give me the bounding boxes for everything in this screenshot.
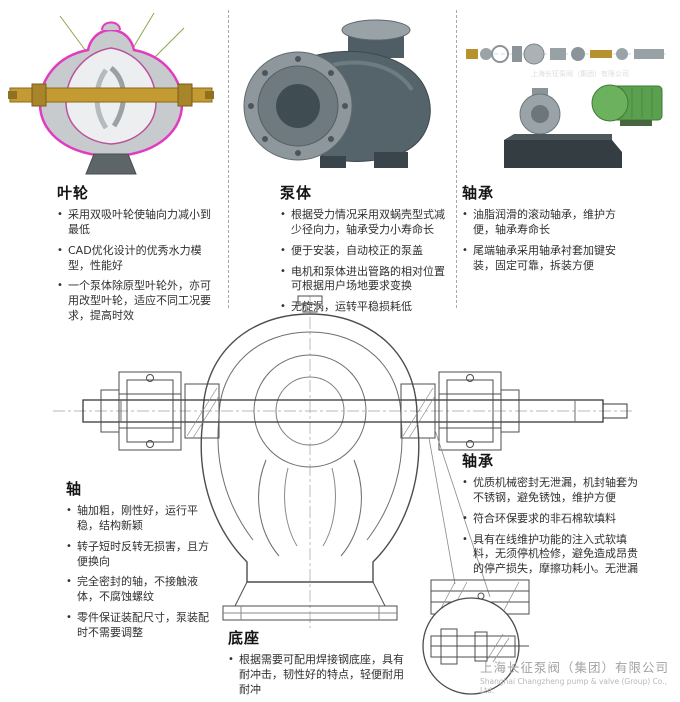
shaft-bullets: 轴加粗，刚性好，运行平稳，结构新颖 转子短时反转无损害，且方便换向 完全密封的轴…	[66, 504, 218, 641]
company-name-cn: 上海长征泵阀（集团）有限公司	[480, 660, 670, 676]
base-section: 底座 根据需要可配用焊接钢底座，具有耐冲击，韧性好的特点，轻便耐用耐冲	[228, 627, 406, 702]
suction-flange	[243, 51, 353, 161]
company-footer: 上海长征泵阀（集团）有限公司 Shanghai Changzheng pump …	[480, 660, 676, 696]
bullet-item: 根据需要可配用焊接钢底座，具有耐冲击，韧性好的特点，轻便耐用耐冲	[228, 653, 406, 698]
impeller-bullets: 采用双吸叶轮使轴向力减小到最低 CAD优化设计的优秀水力模型，性能好 一个泵体除…	[57, 208, 217, 324]
base-title: 底座	[228, 629, 261, 647]
bearing-seal-section: 轴承 优质机械密封无泄漏，机封轴套为不锈钢，避免锈蚀，维护方便 符合环保要求的非…	[462, 450, 646, 583]
bullet-item: 符合环保要求的非石棉软填料	[462, 512, 646, 527]
bullet-item: 尾端轴承采用轴承衬套加键安装，固定可靠，拆装方便	[462, 244, 634, 274]
exploded-parts-row	[466, 43, 664, 65]
bearing-housing-left	[100, 371, 182, 451]
pump-foot-right	[374, 152, 408, 168]
bullet-item: 电机和泵体进出管路的相对位置可根据用户场地要求变换	[280, 265, 450, 295]
impeller-title: 叶轮	[57, 184, 90, 202]
bullet-item: 便于安装，自动校正的泵盖	[280, 244, 450, 259]
pump-body-section: 泵体 根据受力情况采用双蜗壳型式减少径向力，轴承受力小寿命长 便于安装，自动校正…	[280, 182, 450, 321]
volute-casing-outline	[200, 313, 420, 583]
bullet-item: 优质机械密封无泄漏，机封轴套为不锈钢，避免锈蚀，维护方便	[462, 476, 646, 506]
bullet-item: 采用双吸叶轮使轴向力减小到最低	[57, 208, 217, 238]
baseplate	[504, 134, 622, 168]
bullet-item: 具有在线维护功能的注入式软填料，无须停机检修，避免造成昂贵的停产损失，摩擦功耗小…	[462, 533, 646, 578]
exploded-view-image: 上海长征泵阀（集团）有限公司	[462, 8, 674, 178]
column-separator-2	[456, 10, 457, 308]
bullet-item: 一个泵体除原型叶轮外，亦可用改型叶轮，适应不同工况要求，提高时效	[57, 279, 217, 324]
bullet-item: 无旋涡，运转平稳损耗低	[280, 300, 450, 315]
bullet-item: 转子短时反转无损害，且方便换向	[66, 540, 218, 570]
assembled-pump	[519, 88, 561, 135]
bullet-item: 完全密封的轴，不接触液体，不腐蚀螺纹	[66, 575, 218, 605]
discharge-flange	[341, 19, 411, 58]
bullet-item: 零件保证装配尺寸，泵装配时不需要调整	[66, 611, 218, 641]
bullet-item: 根据受力情况采用双蜗壳型式减少径向力，轴承受力小寿命长	[280, 208, 450, 238]
top-vent-assembly	[297, 295, 323, 313]
column-separator-1	[228, 10, 229, 308]
impeller-cutaway-image	[8, 8, 214, 178]
cross-section-drawing	[35, 292, 645, 702]
detail-leader-line	[428, 437, 456, 585]
impeller-section: 叶轮 采用双吸叶轮使轴向力减小到最低 CAD优化设计的优秀水力模型，性能好 一个…	[57, 182, 217, 330]
base-bullets: 根据需要可配用焊接钢底座，具有耐冲击，韧性好的特点，轻便耐用耐冲	[228, 653, 406, 698]
pump-body-title: 泵体	[280, 184, 313, 202]
image-watermark: 上海长征泵阀（集团）有限公司	[531, 69, 629, 78]
cutaway-foot	[85, 153, 137, 175]
pump-foot-left	[320, 156, 346, 168]
bearing-housing-right	[438, 371, 520, 451]
pump-body-bullets: 根据受力情况采用双蜗壳型式减少径向力，轴承受力小寿命长 便于安装，自动校正的泵盖…	[280, 208, 450, 315]
pump-body-render	[243, 19, 431, 168]
seal-detail-circle	[422, 597, 529, 695]
bearing-top-bullets: 油脂润滑的滚动轴承，维护方便，轴承寿命长 尾端轴承采用轴承衬套加键安装，固定可靠…	[462, 208, 634, 273]
pump-cross-section	[53, 295, 633, 695]
bearing-top-title: 轴承	[462, 184, 495, 202]
stuffing-box-left	[184, 383, 220, 439]
motor	[591, 84, 663, 126]
stuffing-box-right	[400, 383, 436, 439]
bearing-seal-title: 轴承	[462, 452, 495, 470]
cutaway-render	[8, 12, 214, 175]
cutaway-shaft	[8, 83, 214, 107]
bearing-seal-bullets: 优质机械密封无泄漏，机封轴套为不锈钢，避免锈蚀，维护方便 符合环保要求的非石棉软…	[462, 476, 646, 577]
shaft-assembly	[82, 399, 628, 423]
pump-body-image	[240, 6, 442, 178]
bullet-item: 轴加粗，刚性好，运行平稳，结构新颖	[66, 504, 218, 534]
company-name-en: Shanghai Changzheng pump & valve (Group)…	[480, 676, 668, 696]
exploded-render: 上海长征泵阀（集团）有限公司	[466, 43, 668, 168]
shaft-section: 轴 轴加粗，刚性好，运行平稳，结构新颖 转子短时反转无损害，且方便换向 完全密封…	[66, 478, 218, 647]
bullet-item: 油脂润滑的滚动轴承，维护方便，轴承寿命长	[462, 208, 634, 238]
shaft-title: 轴	[66, 480, 83, 498]
bullet-item: CAD优化设计的优秀水力模型，性能好	[57, 244, 217, 274]
pump-pedestal	[222, 581, 398, 621]
bearing-top-section: 轴承 油脂润滑的滚动轴承，维护方便，轴承寿命长 尾端轴承采用轴承衬套加键安装，固…	[462, 182, 634, 279]
